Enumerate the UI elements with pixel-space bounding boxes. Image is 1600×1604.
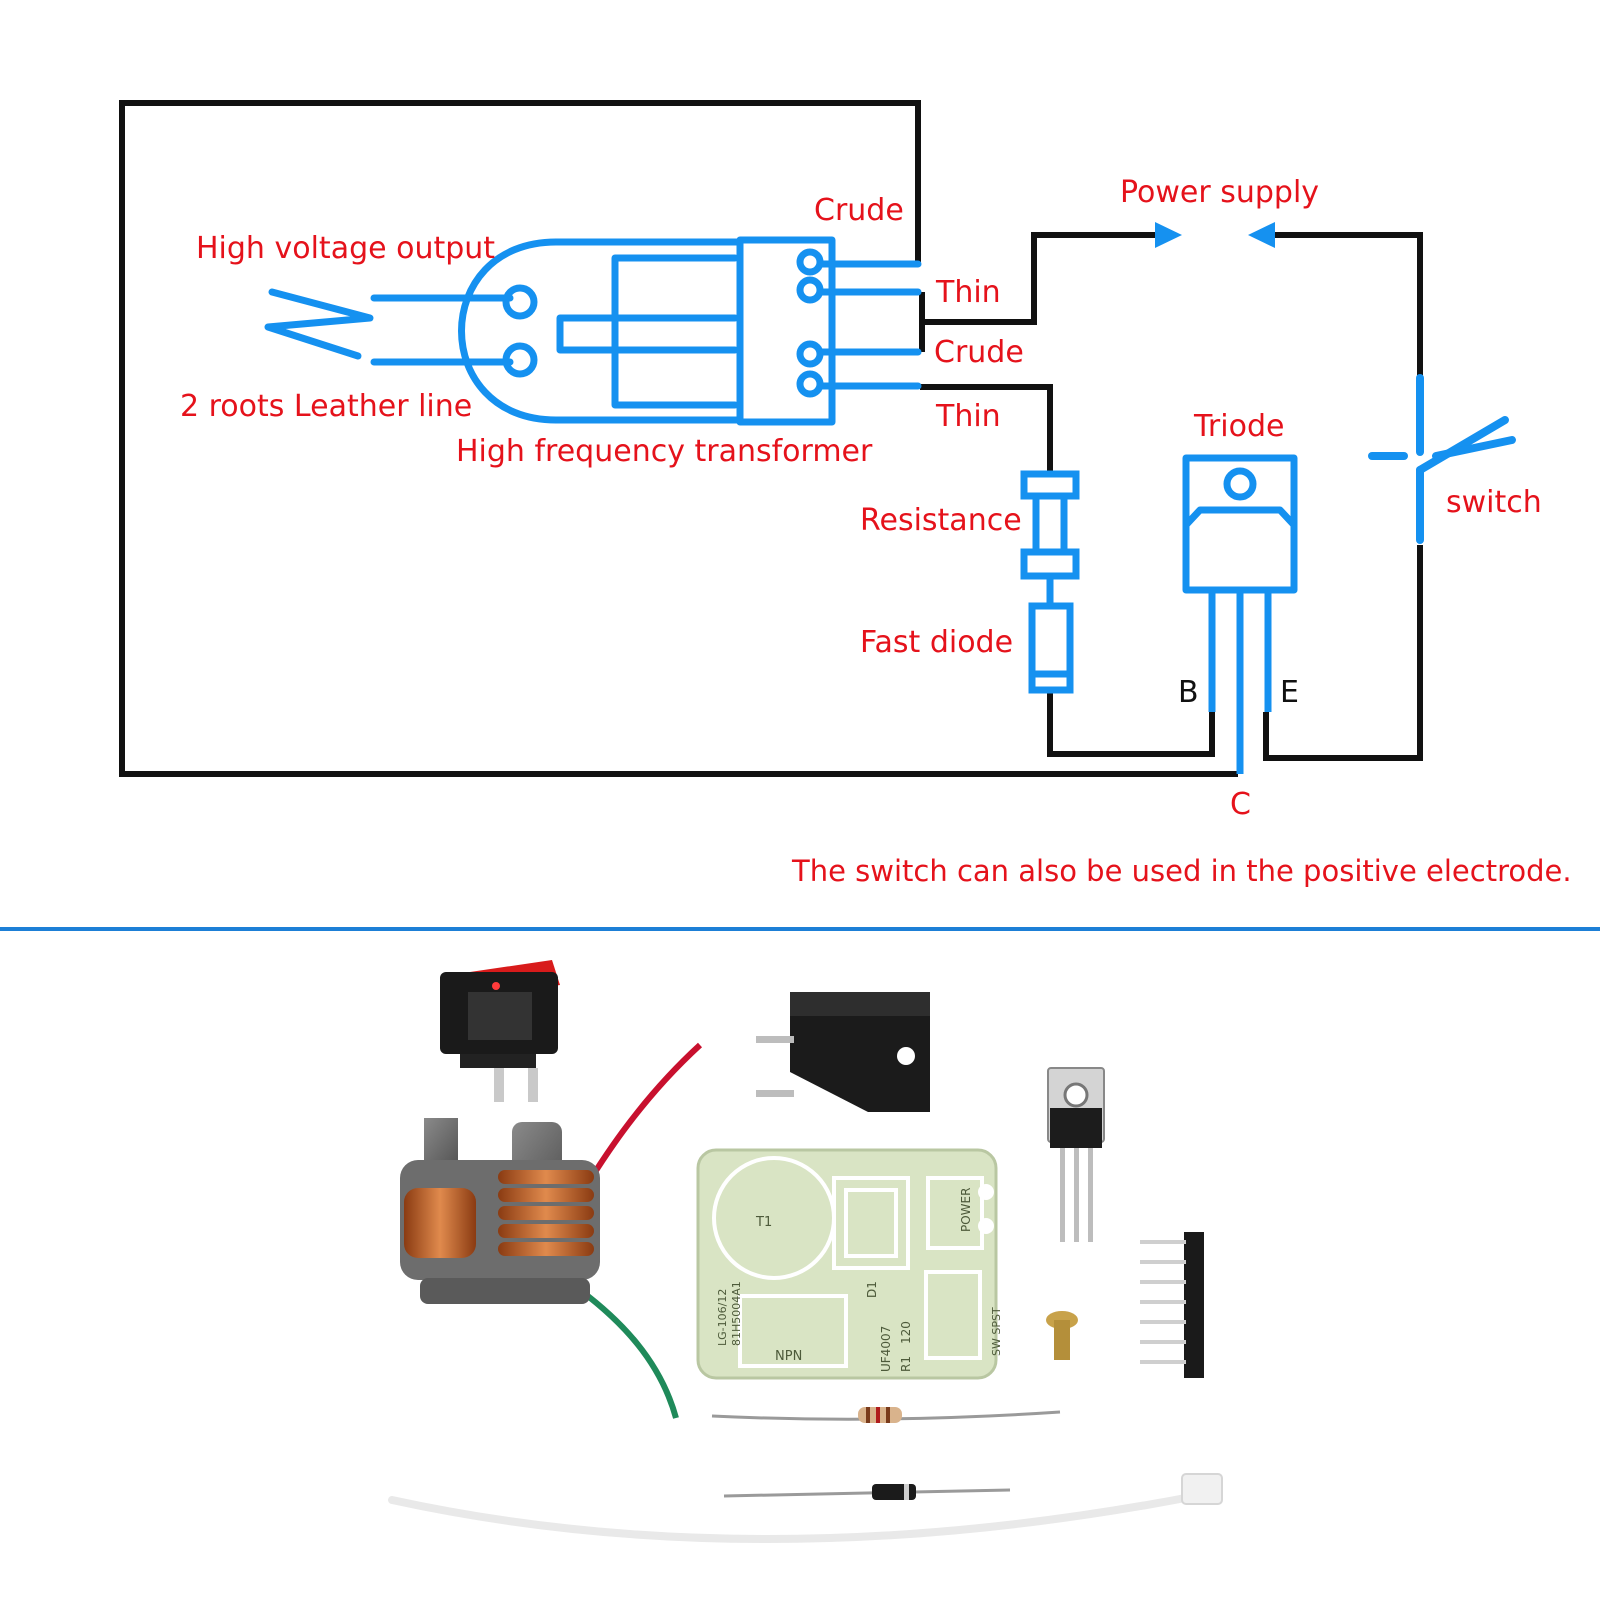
base-feed-wire-top (920, 384, 1053, 476)
pcb-mark-t1: T1 (755, 1215, 772, 1230)
crude-mid-label: Crude (934, 335, 1024, 370)
resistor-symbol (1020, 470, 1080, 580)
pcb-mark-d1: D1 (865, 1281, 879, 1298)
leather-line-label: 2 roots Leather line (180, 389, 473, 424)
triode-mount-hole (1223, 467, 1257, 501)
transformer-core-center (556, 314, 739, 354)
transformer-dome (458, 238, 744, 424)
crude-top-label: Crude (814, 193, 904, 228)
thin-bottom-label: Thin (936, 399, 1001, 434)
switch-emitter-wire (1263, 545, 1423, 761)
pcb-mark-sw: SW SPST (990, 1307, 1003, 1356)
rocker-switch-part (440, 960, 560, 1102)
pcb-mark-r1: R1 (899, 1356, 913, 1372)
pcb-mark-uf4007: UF4007 (879, 1326, 893, 1372)
triode-body (1182, 454, 1298, 594)
pcb-part (696, 1148, 998, 1380)
hv-terminal-top (502, 284, 538, 320)
resistance-label: Resistance (860, 503, 1022, 538)
pcb-mark-power: POWER (959, 1188, 973, 1232)
pcb-mark-r-value: 120 (899, 1321, 913, 1344)
pin-header-part (1140, 1232, 1204, 1378)
transformer-label: High frequency transformer (456, 434, 873, 469)
thin-top-label: Thin (936, 275, 1001, 310)
power-arrow-right (1155, 222, 1182, 248)
pin-e-label: E (1280, 675, 1299, 710)
power-supply-label: Power supply (1120, 175, 1320, 210)
triode-label: Triode (1194, 409, 1285, 444)
coil-pin-4 (796, 370, 824, 398)
pin-b-label: B (1178, 675, 1199, 710)
base-feed-wire-bottom (1047, 690, 1215, 757)
kit-photo: T1 NPN POWER D1 UF4007 R1 120 SW SPST LG… (388, 960, 1223, 1544)
power-switch-wire (1260, 232, 1423, 380)
coil-pin-2 (796, 276, 824, 304)
coil-block (736, 236, 836, 426)
transformer-core (611, 254, 739, 409)
transformer-symbol (264, 236, 922, 426)
hv-transformer-part (400, 1042, 703, 1419)
switch-label: switch (1446, 485, 1542, 520)
heatsink-part (756, 992, 930, 1112)
high-voltage-spark (264, 288, 374, 360)
high-voltage-output-label: High voltage output (196, 231, 496, 266)
diode-part (723, 1484, 1011, 1500)
fast-diode-label: Fast diode (860, 625, 1014, 660)
screw-part (1046, 1311, 1078, 1360)
switch-note: The switch can also be used in the posit… (792, 854, 1572, 888)
power-arrow-left (1248, 222, 1275, 248)
hv-terminal-bottom (502, 342, 538, 378)
pcb-mark-board-id: LG-106/12 (716, 1289, 729, 1346)
switch-symbol (1368, 374, 1516, 544)
pcb-mark-board-code: 81H5004A1 (730, 1281, 743, 1346)
resistor-part (711, 1407, 1061, 1423)
coil-tap-wire (919, 232, 1170, 352)
triode-symbol (1182, 454, 1298, 774)
triode-tab-line (1183, 506, 1297, 528)
cable-tie-part (388, 1473, 1223, 1544)
transistor-part (1047, 1067, 1105, 1242)
power-supply-terminals (1155, 222, 1275, 248)
pcb-mark-npn: NPN (775, 1349, 802, 1364)
coil-windings (498, 1170, 594, 1256)
collector-loop-wire (119, 100, 1238, 777)
black-wires (119, 100, 1423, 777)
coil-pin-1 (796, 248, 824, 276)
pin-c-label: C (1230, 787, 1251, 822)
fast-diode-symbol (1028, 602, 1074, 694)
coil-pin-3 (796, 340, 824, 368)
